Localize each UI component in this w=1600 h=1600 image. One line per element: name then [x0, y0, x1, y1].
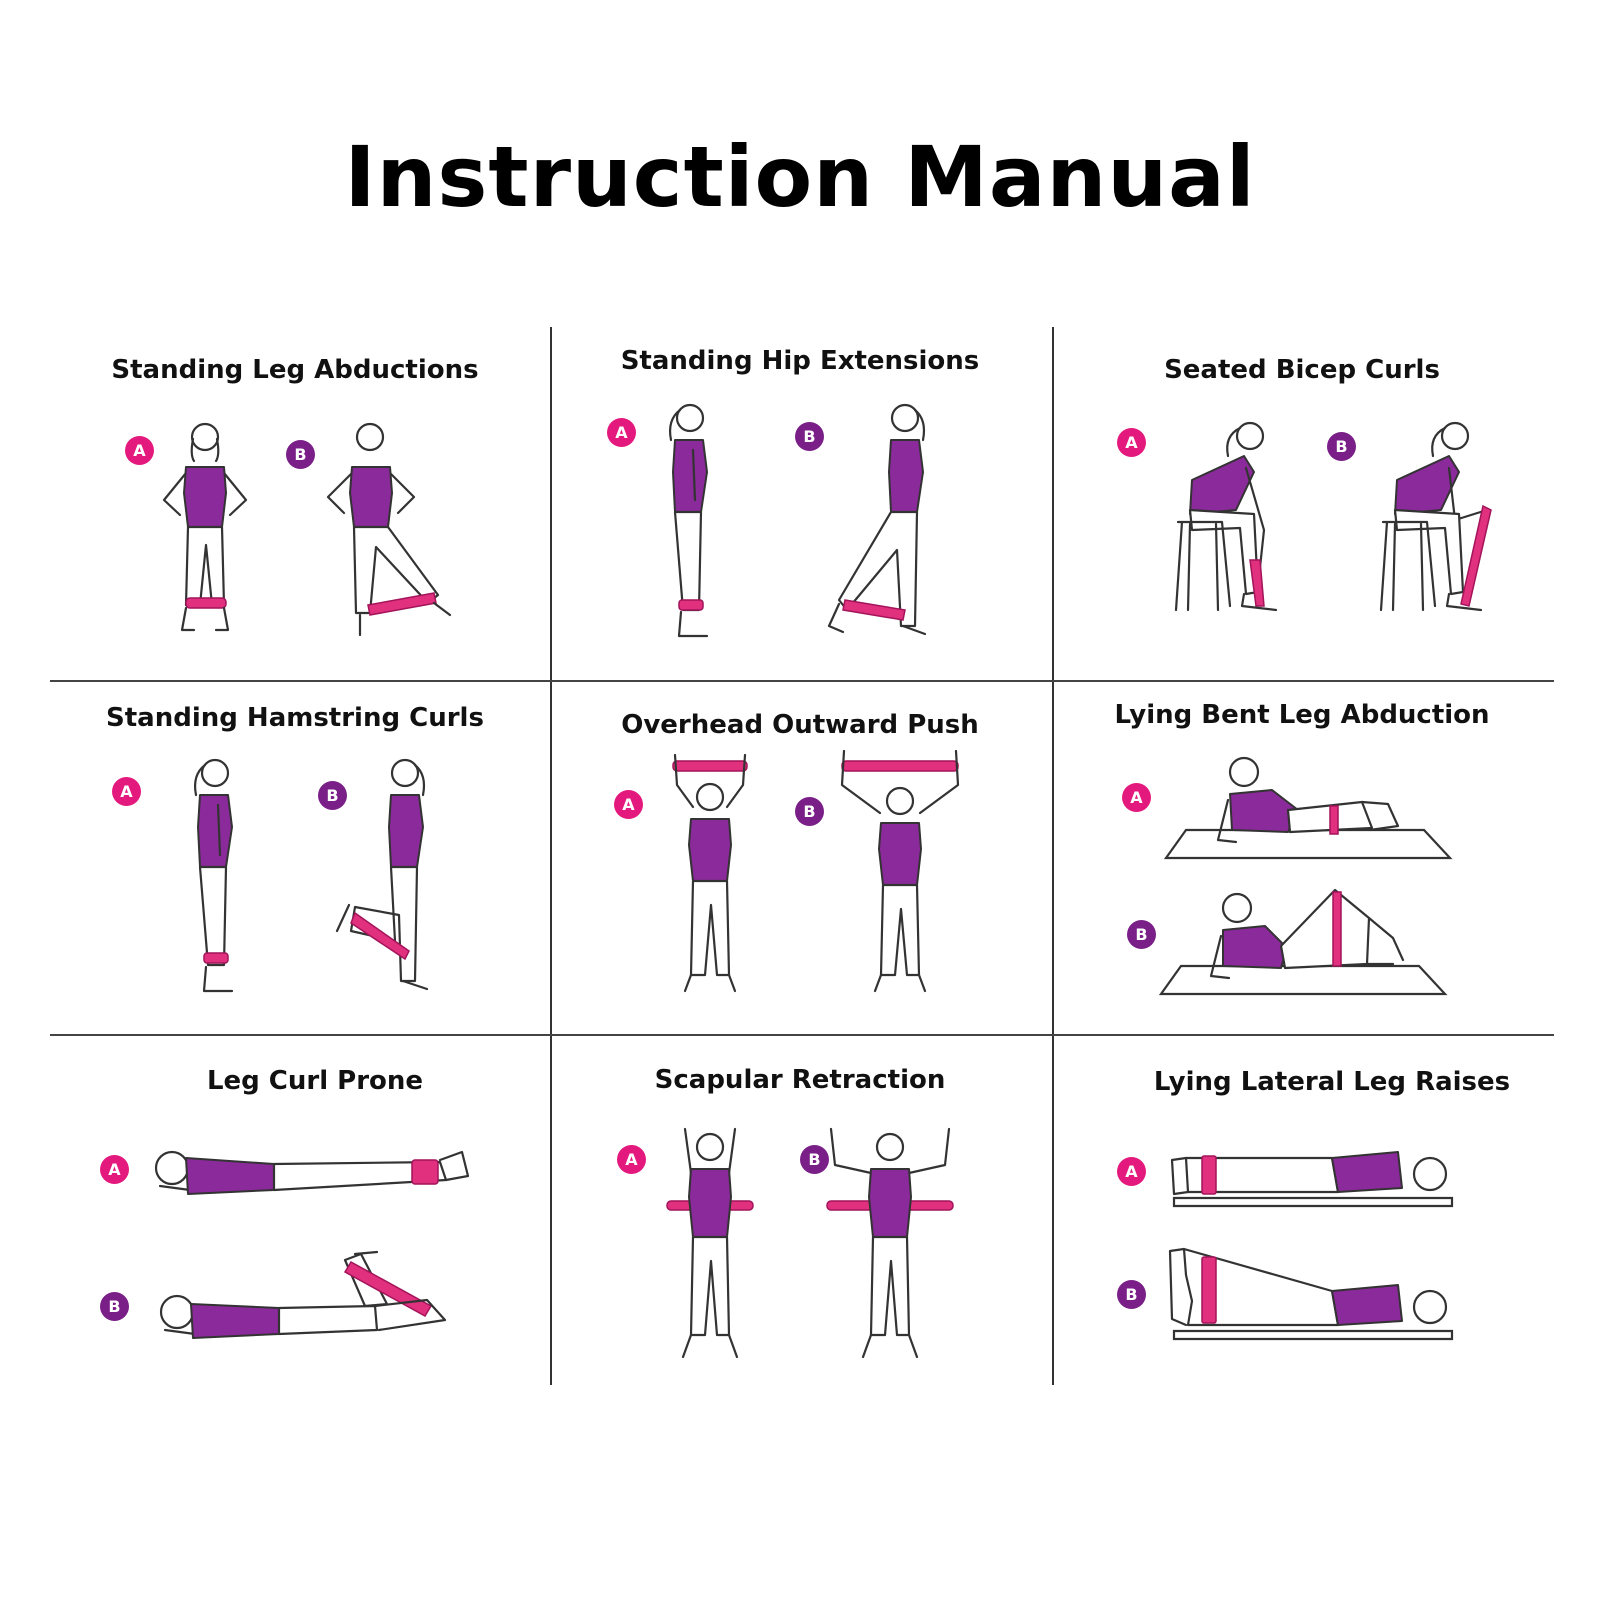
side-lying-leg-figure-icon: [1170, 1151, 1454, 1208]
step-b-badge: B: [286, 440, 315, 469]
page-title: Instruction Manual: [344, 128, 1256, 226]
exercise-title: Leg Curl Prone: [206, 1066, 424, 1096]
grid-divider-horizontal-1: [50, 680, 1554, 682]
step-a-badge: A: [1117, 1157, 1146, 1186]
step-b-badge: B: [1117, 1280, 1146, 1309]
step-a-badge: A: [125, 436, 154, 465]
overhead-push-figure-icon: [672, 753, 748, 993]
standing-leg-abduction-figure-icon: [326, 422, 452, 637]
step-a-badge: A: [112, 777, 141, 806]
step-b-badge: B: [1127, 920, 1156, 949]
grid-divider-vertical-2: [1052, 327, 1054, 1385]
scapular-retraction-wide-figure-icon: [826, 1127, 954, 1359]
exercise-cell-standing-hip-extensions: Standing Hip Extensions A B: [560, 330, 1040, 675]
exercise-cell-leg-curl-prone: Leg Curl Prone A B: [60, 1040, 530, 1385]
prone-leg-curl-figure-icon: [159, 1250, 447, 1339]
overhead-push-wide-figure-icon: [840, 749, 960, 993]
exercise-cell-seated-bicep-curls: Seated Bicep Curls A B: [1062, 330, 1542, 675]
standing-side-figure-icon: [668, 403, 709, 638]
step-a-badge: A: [1117, 428, 1146, 457]
step-b-badge: B: [800, 1145, 829, 1174]
step-a-badge: A: [1122, 783, 1151, 812]
exercise-cell-lying-lateral-leg-raises: Lying Lateral Leg Raises A B: [1062, 1040, 1542, 1385]
step-a-badge: A: [607, 418, 636, 447]
scapular-retraction-figure-icon: [666, 1127, 754, 1359]
grid-divider-horizontal-2: [50, 1034, 1554, 1036]
exercise-title: Standing Hamstring Curls: [106, 703, 484, 733]
prone-figure-icon: [154, 1150, 470, 1195]
hip-extension-figure-icon: [827, 403, 927, 636]
exercise-title: Seated Bicep Curls: [1164, 355, 1440, 385]
exercise-cell-overhead-outward-push: Overhead Outward Push A B: [560, 685, 1040, 1030]
step-a-badge: A: [617, 1145, 646, 1174]
exercise-cell-standing-hamstring-curls: Standing Hamstring Curls A B: [60, 685, 530, 1030]
seated-bicep-curl-figure-icon: [1379, 421, 1492, 612]
exercise-title: Standing Hip Extensions: [620, 346, 980, 376]
side-lying-leg-raise-figure-icon: [1168, 1247, 1454, 1341]
standing-figure-icon: [162, 422, 248, 632]
seated-figure-icon: [1174, 421, 1278, 612]
step-b-badge: B: [100, 1292, 129, 1321]
grid-divider-vertical-1: [550, 327, 552, 1385]
exercise-title: Standing Leg Abductions: [111, 355, 479, 385]
exercise-title: Scapular Retraction: [654, 1065, 946, 1095]
exercise-cell-scapular-retraction: Scapular Retraction A B: [560, 1040, 1040, 1385]
exercise-title: Lying Lateral Leg Raises: [1153, 1067, 1511, 1097]
exercise-cell-lying-bent-leg-abduction: Lying Bent Leg Abduction A B: [1062, 685, 1542, 1030]
standing-side-figure-icon: [193, 758, 234, 993]
side-lying-abduction-figure-icon: [1158, 888, 1448, 996]
step-b-badge: B: [318, 781, 347, 810]
step-a-badge: A: [614, 790, 643, 819]
step-a-badge: A: [100, 1155, 129, 1184]
step-b-badge: B: [795, 797, 824, 826]
hamstring-curl-figure-icon: [335, 758, 429, 991]
side-lying-figure-icon: [1163, 756, 1453, 860]
exercise-title: Overhead Outward Push: [621, 710, 979, 740]
step-b-badge: B: [795, 422, 824, 451]
exercise-title: Lying Bent Leg Abduction: [1114, 700, 1490, 730]
step-b-badge: B: [1327, 432, 1356, 461]
exercise-cell-standing-leg-abductions: Standing Leg Abductions A B: [60, 330, 530, 675]
